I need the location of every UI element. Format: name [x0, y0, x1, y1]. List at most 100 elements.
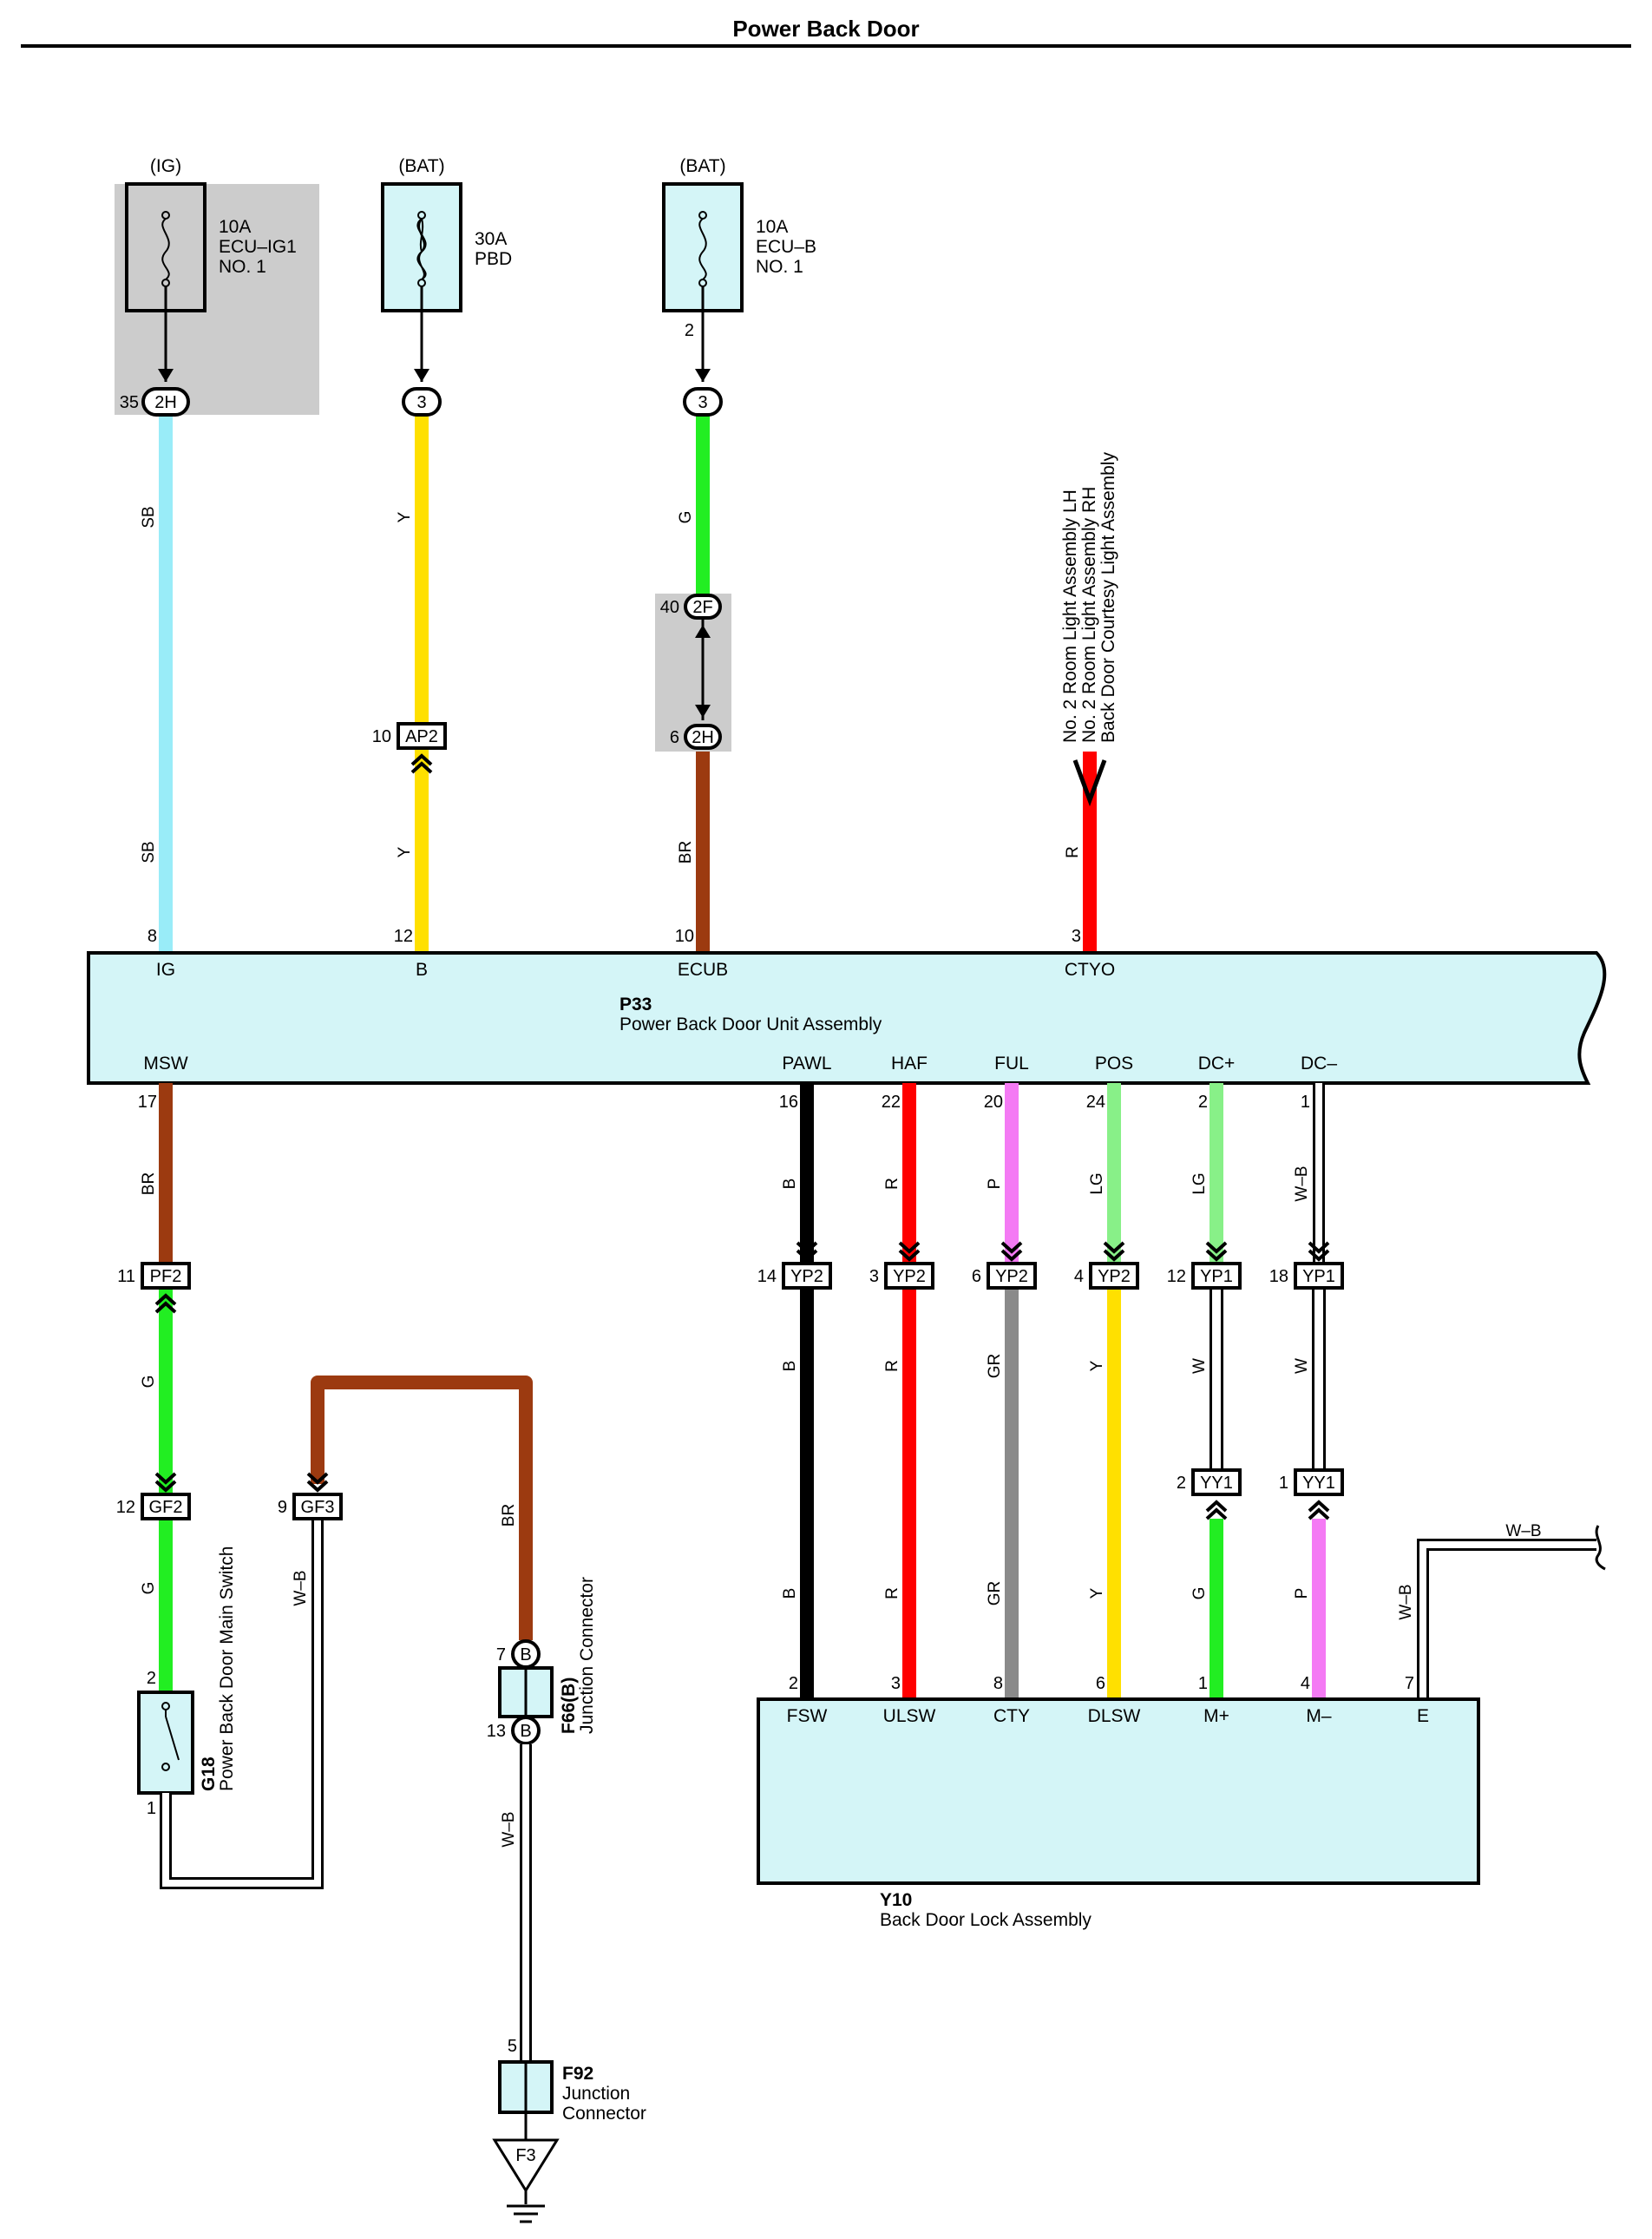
- wire-code-wb-jc: W–B: [500, 1811, 518, 1847]
- wire-code-haf-r3: R: [883, 1587, 901, 1599]
- wire-code-haf-r2: R: [883, 1360, 901, 1372]
- connector-2h-mid: 2H 6: [670, 724, 722, 750]
- room-light-label-3: Back Door Courtesy Light Assembly: [1098, 452, 1118, 743]
- wire-code-e-wb-h: W–B: [1505, 1522, 1541, 1540]
- wire-code-r-top: R: [1064, 846, 1082, 858]
- p33-unit-box: [87, 951, 1607, 1085]
- room-light-arrow: [1072, 759, 1107, 807]
- svg-text:YP1: YP1: [1200, 1267, 1233, 1286]
- fuse-ecu-b-name1: ECU–B: [756, 237, 816, 257]
- wire-code-y-bot: Y: [396, 846, 414, 857]
- p33-pin-pos-label: POS: [1095, 1054, 1133, 1074]
- wire-code-dcm-w: W: [1293, 1358, 1311, 1374]
- svg-text:AP2: AP2: [405, 727, 438, 746]
- p33-pin-msw-label: MSW: [143, 1054, 188, 1074]
- y10-pin-e-label: E: [1417, 1706, 1429, 1726]
- svg-text:6: 6: [972, 1267, 981, 1286]
- p33-pin-b-label: B: [416, 960, 428, 980]
- connector-gf2: GF2 12: [116, 1472, 191, 1520]
- g18-pin-top: 2: [147, 1669, 156, 1688]
- f92-name2: Connector: [562, 2104, 646, 2124]
- p33-pin-ctyo-label: CTYO: [1065, 960, 1115, 980]
- y10-pin-fsw-label: FSW: [787, 1706, 828, 1726]
- svg-text:YP1: YP1: [1302, 1267, 1335, 1286]
- y10-pin-mplus-num: 1: [1198, 1674, 1208, 1693]
- p33-pin-ecub-label: ECUB: [678, 960, 728, 980]
- fuse-ecu-ig1-name2: NO. 1: [219, 257, 266, 277]
- wire-code-msw-br: BR: [140, 1172, 158, 1195]
- wire-wb-switch-fill: [162, 1519, 321, 1887]
- svg-text:3: 3: [698, 393, 707, 412]
- y10-code: Y10: [880, 1890, 912, 1910]
- svg-text:12: 12: [116, 1498, 135, 1517]
- connector-f66-bot: B 13: [487, 1716, 541, 1745]
- wire-break-icon: [1595, 1525, 1606, 1571]
- f66-code: F66(B): [559, 1678, 579, 1734]
- y10-pin-mminus-label: M–: [1306, 1706, 1331, 1726]
- connector-2f: 2F 40: [660, 594, 722, 620]
- wire-code-dcp-w: W: [1190, 1358, 1209, 1374]
- wire-code-sb-top: SB: [140, 506, 158, 528]
- connector-yp2-a: YP2 14: [757, 1241, 832, 1290]
- connector-yy1-b: YY1 1: [1279, 1468, 1344, 1520]
- y10-pin-ulsw-label: ULSW: [883, 1706, 936, 1726]
- svg-text:13: 13: [487, 1722, 506, 1741]
- g18-switch-box: [137, 1691, 194, 1795]
- connector-yp2-b: YP2 3: [869, 1241, 934, 1290]
- connector-yy1-a: YY1 2: [1177, 1468, 1242, 1520]
- fuse-ecu-b-pin: 2: [685, 321, 694, 340]
- room-light-label-1: No. 2 Room Light Assembly LH: [1060, 489, 1080, 743]
- p33-pin-dcm-num: 1: [1301, 1093, 1310, 1112]
- svg-text:YP2: YP2: [790, 1267, 823, 1286]
- svg-text:9: 9: [278, 1498, 287, 1517]
- ground-label: F3: [515, 2146, 535, 2165]
- wire-code-pos-y1: Y: [1088, 1360, 1106, 1371]
- svg-text:2: 2: [1177, 1474, 1186, 1493]
- p33-pin-ig-label: IG: [156, 960, 175, 980]
- connector-3-a: 3: [402, 387, 442, 417]
- p33-pin-haf-label: HAF: [891, 1054, 928, 1074]
- y10-pin-dlsw-label: DLSW: [1088, 1706, 1141, 1726]
- svg-text:YY1: YY1: [1200, 1474, 1233, 1493]
- p33-pin-dcp-label: DC+: [1198, 1054, 1236, 1074]
- wire-code-pawl-b3: B: [781, 1588, 799, 1599]
- ground-icon: [492, 2138, 560, 2223]
- y10-pin-ulsw-num: 3: [891, 1674, 901, 1693]
- connector-yp1-b: YP1 18: [1269, 1241, 1344, 1290]
- g18-name: Power Back Door Main Switch: [217, 1546, 237, 1791]
- y10-pin-e-num: 7: [1405, 1674, 1414, 1693]
- connector-ap2: AP2 10: [372, 722, 447, 774]
- connector-yp1-a: YP1 12: [1167, 1241, 1242, 1290]
- fuse-pbd-name: PBD: [475, 249, 512, 269]
- y10-pin-dlsw-num: 6: [1096, 1674, 1105, 1693]
- y10-pin-cty-label: CTY: [993, 1706, 1030, 1726]
- wire-br-loop: [311, 1376, 533, 1640]
- svg-text:1: 1: [1279, 1474, 1288, 1493]
- bat-source-label-1: (BAT): [398, 156, 444, 176]
- p33-pin-haf-num: 22: [882, 1093, 901, 1112]
- p33-pin-msw-num: 17: [138, 1093, 157, 1112]
- svg-text:PF2: PF2: [150, 1267, 182, 1286]
- g18-pin-bot: 1: [147, 1799, 156, 1818]
- connector-yp2-c: YP2 6: [972, 1241, 1037, 1290]
- svg-text:18: 18: [1269, 1267, 1288, 1286]
- svg-text:GF2: GF2: [149, 1498, 183, 1517]
- wire-code-pawl-b1: B: [781, 1179, 799, 1190]
- svg-text:YY1: YY1: [1302, 1474, 1335, 1493]
- svg-text:4: 4: [1074, 1267, 1084, 1286]
- svg-text:7: 7: [496, 1645, 506, 1664]
- svg-text:3: 3: [416, 393, 426, 412]
- bat-source-label-2: (BAT): [679, 156, 725, 176]
- wire-code-msw-g2: G: [140, 1582, 158, 1595]
- p33-pin-b-num: 12: [394, 927, 413, 946]
- y10-lock-box: [757, 1697, 1480, 1885]
- p33-pin-pawl-label: PAWL: [782, 1054, 831, 1074]
- svg-text:B: B: [520, 1722, 531, 1741]
- wire-code-sb-bot: SB: [140, 841, 158, 863]
- connector-pf2: PF2 11: [117, 1262, 191, 1314]
- wire-code-ful-gr2: GR: [986, 1581, 1004, 1606]
- p33-pin-dcp-num: 2: [1198, 1093, 1208, 1112]
- svg-text:2H: 2H: [154, 393, 177, 412]
- fuse-ecu-b-amp: 10A: [756, 217, 788, 237]
- wire-code-wb-sw: W–B: [292, 1570, 310, 1605]
